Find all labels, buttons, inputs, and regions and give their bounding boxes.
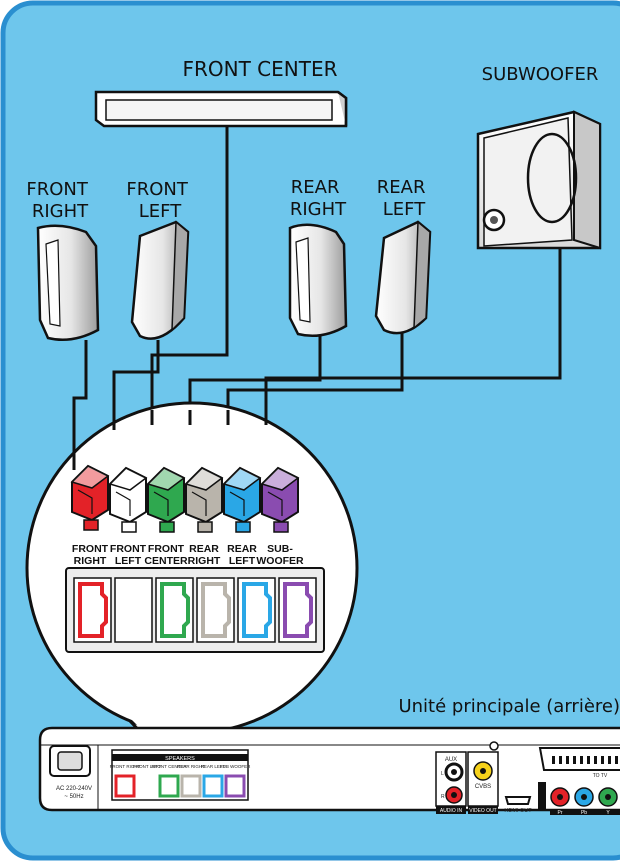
power-rating-line1: AC 220-240V	[56, 786, 92, 792]
scart-pin	[587, 756, 590, 764]
connector-plug-4	[184, 466, 224, 533]
hdmi-out-label: HDMI OUT	[504, 808, 532, 814]
mini-terminal-3[interactable]: FRONT CENTER	[151, 764, 187, 798]
scart-sub-label: TO TV	[593, 773, 608, 779]
scart-pin	[580, 756, 583, 764]
terminal-socket-6[interactable]	[278, 577, 317, 643]
speakers-panel-label: SPEAKERS	[165, 756, 195, 762]
aux-label: AUX	[445, 757, 457, 763]
front-center-label: FRONT CENTER	[183, 57, 338, 81]
scart-pin	[594, 756, 597, 764]
subwoofer-speaker	[476, 110, 602, 250]
power-rating-line2: ~ 50Hz	[64, 794, 83, 800]
subwoofer-label: SUBWOOFER	[482, 64, 599, 85]
aux-l-label: L	[441, 771, 444, 777]
audio-in-label: AUDIO IN	[440, 808, 463, 814]
video-out-label: VIDEO OUT	[469, 808, 497, 814]
scart-pin	[608, 756, 611, 764]
mini-terminal-label-3: FRONT CENTER	[151, 764, 187, 769]
mini-terminal-label-2: FRONT LEFT	[133, 764, 161, 769]
hdmi-out-port[interactable]	[504, 796, 532, 805]
cvbs-label: CVBS	[475, 784, 491, 790]
rear-left-label: REAR LEFT	[377, 177, 431, 220]
rear-left-speaker	[374, 220, 432, 335]
connector-plug-1	[70, 464, 110, 531]
terminal-socket-5[interactable]	[237, 577, 276, 643]
mini-terminal-2[interactable]: FRONT LEFT	[133, 764, 161, 798]
aux-r-label: R	[441, 794, 445, 800]
connector-plug-2	[108, 466, 148, 533]
front-center-speaker	[94, 90, 348, 128]
scart-pin	[601, 756, 604, 764]
mini-terminal-label-6: SUB WOOFER	[220, 764, 252, 769]
mini-terminal-label-5: REAR LEFT	[201, 764, 226, 769]
connector-plug-5	[222, 466, 262, 533]
terminal-socket-4[interactable]	[196, 577, 235, 643]
front-right-speaker	[36, 224, 100, 341]
front-left-label: FRONT LEFT	[126, 179, 193, 222]
connector-plug-3	[146, 466, 186, 533]
rear-right-speaker	[288, 223, 348, 337]
front-right-label: FRONT RIGHT	[26, 179, 93, 222]
rear-right-label: REAR RIGHT	[290, 177, 347, 220]
scart-pin	[552, 756, 555, 764]
main-unit-caption: Unité principale (arrière)	[398, 696, 620, 717]
connector-label-6: SUB-WOOFER	[256, 543, 304, 567]
mini-terminal-1[interactable]: FRONT RIGHT	[110, 764, 141, 798]
terminal-socket-2[interactable]	[114, 577, 153, 643]
component-pr-label: Pr	[558, 810, 563, 816]
main-unit-rear-panel: AC 220-240V ~ 50Hz SPEAKERS FRONT RIGHTF…	[38, 726, 620, 816]
component-pb-label: Pb	[581, 810, 587, 816]
terminal-socket-3[interactable]	[155, 577, 194, 643]
terminal-socket-1[interactable]	[73, 577, 112, 643]
connector-plug-6	[260, 466, 300, 533]
mini-terminal-label-1: FRONT RIGHT	[110, 764, 141, 769]
mini-terminal-4[interactable]: REAR RIGHT	[177, 764, 205, 798]
scart-pin	[566, 756, 569, 764]
scart-pin	[559, 756, 562, 764]
mini-terminal-5[interactable]: REAR LEFT	[201, 764, 226, 798]
mini-terminal-label-4: REAR RIGHT	[177, 764, 205, 769]
scart-pin	[615, 756, 618, 764]
mini-terminal-6[interactable]: SUB WOOFER	[220, 764, 252, 798]
front-left-speaker	[130, 220, 190, 340]
scart-pin	[573, 756, 576, 764]
component-y-label: Y	[606, 810, 610, 816]
